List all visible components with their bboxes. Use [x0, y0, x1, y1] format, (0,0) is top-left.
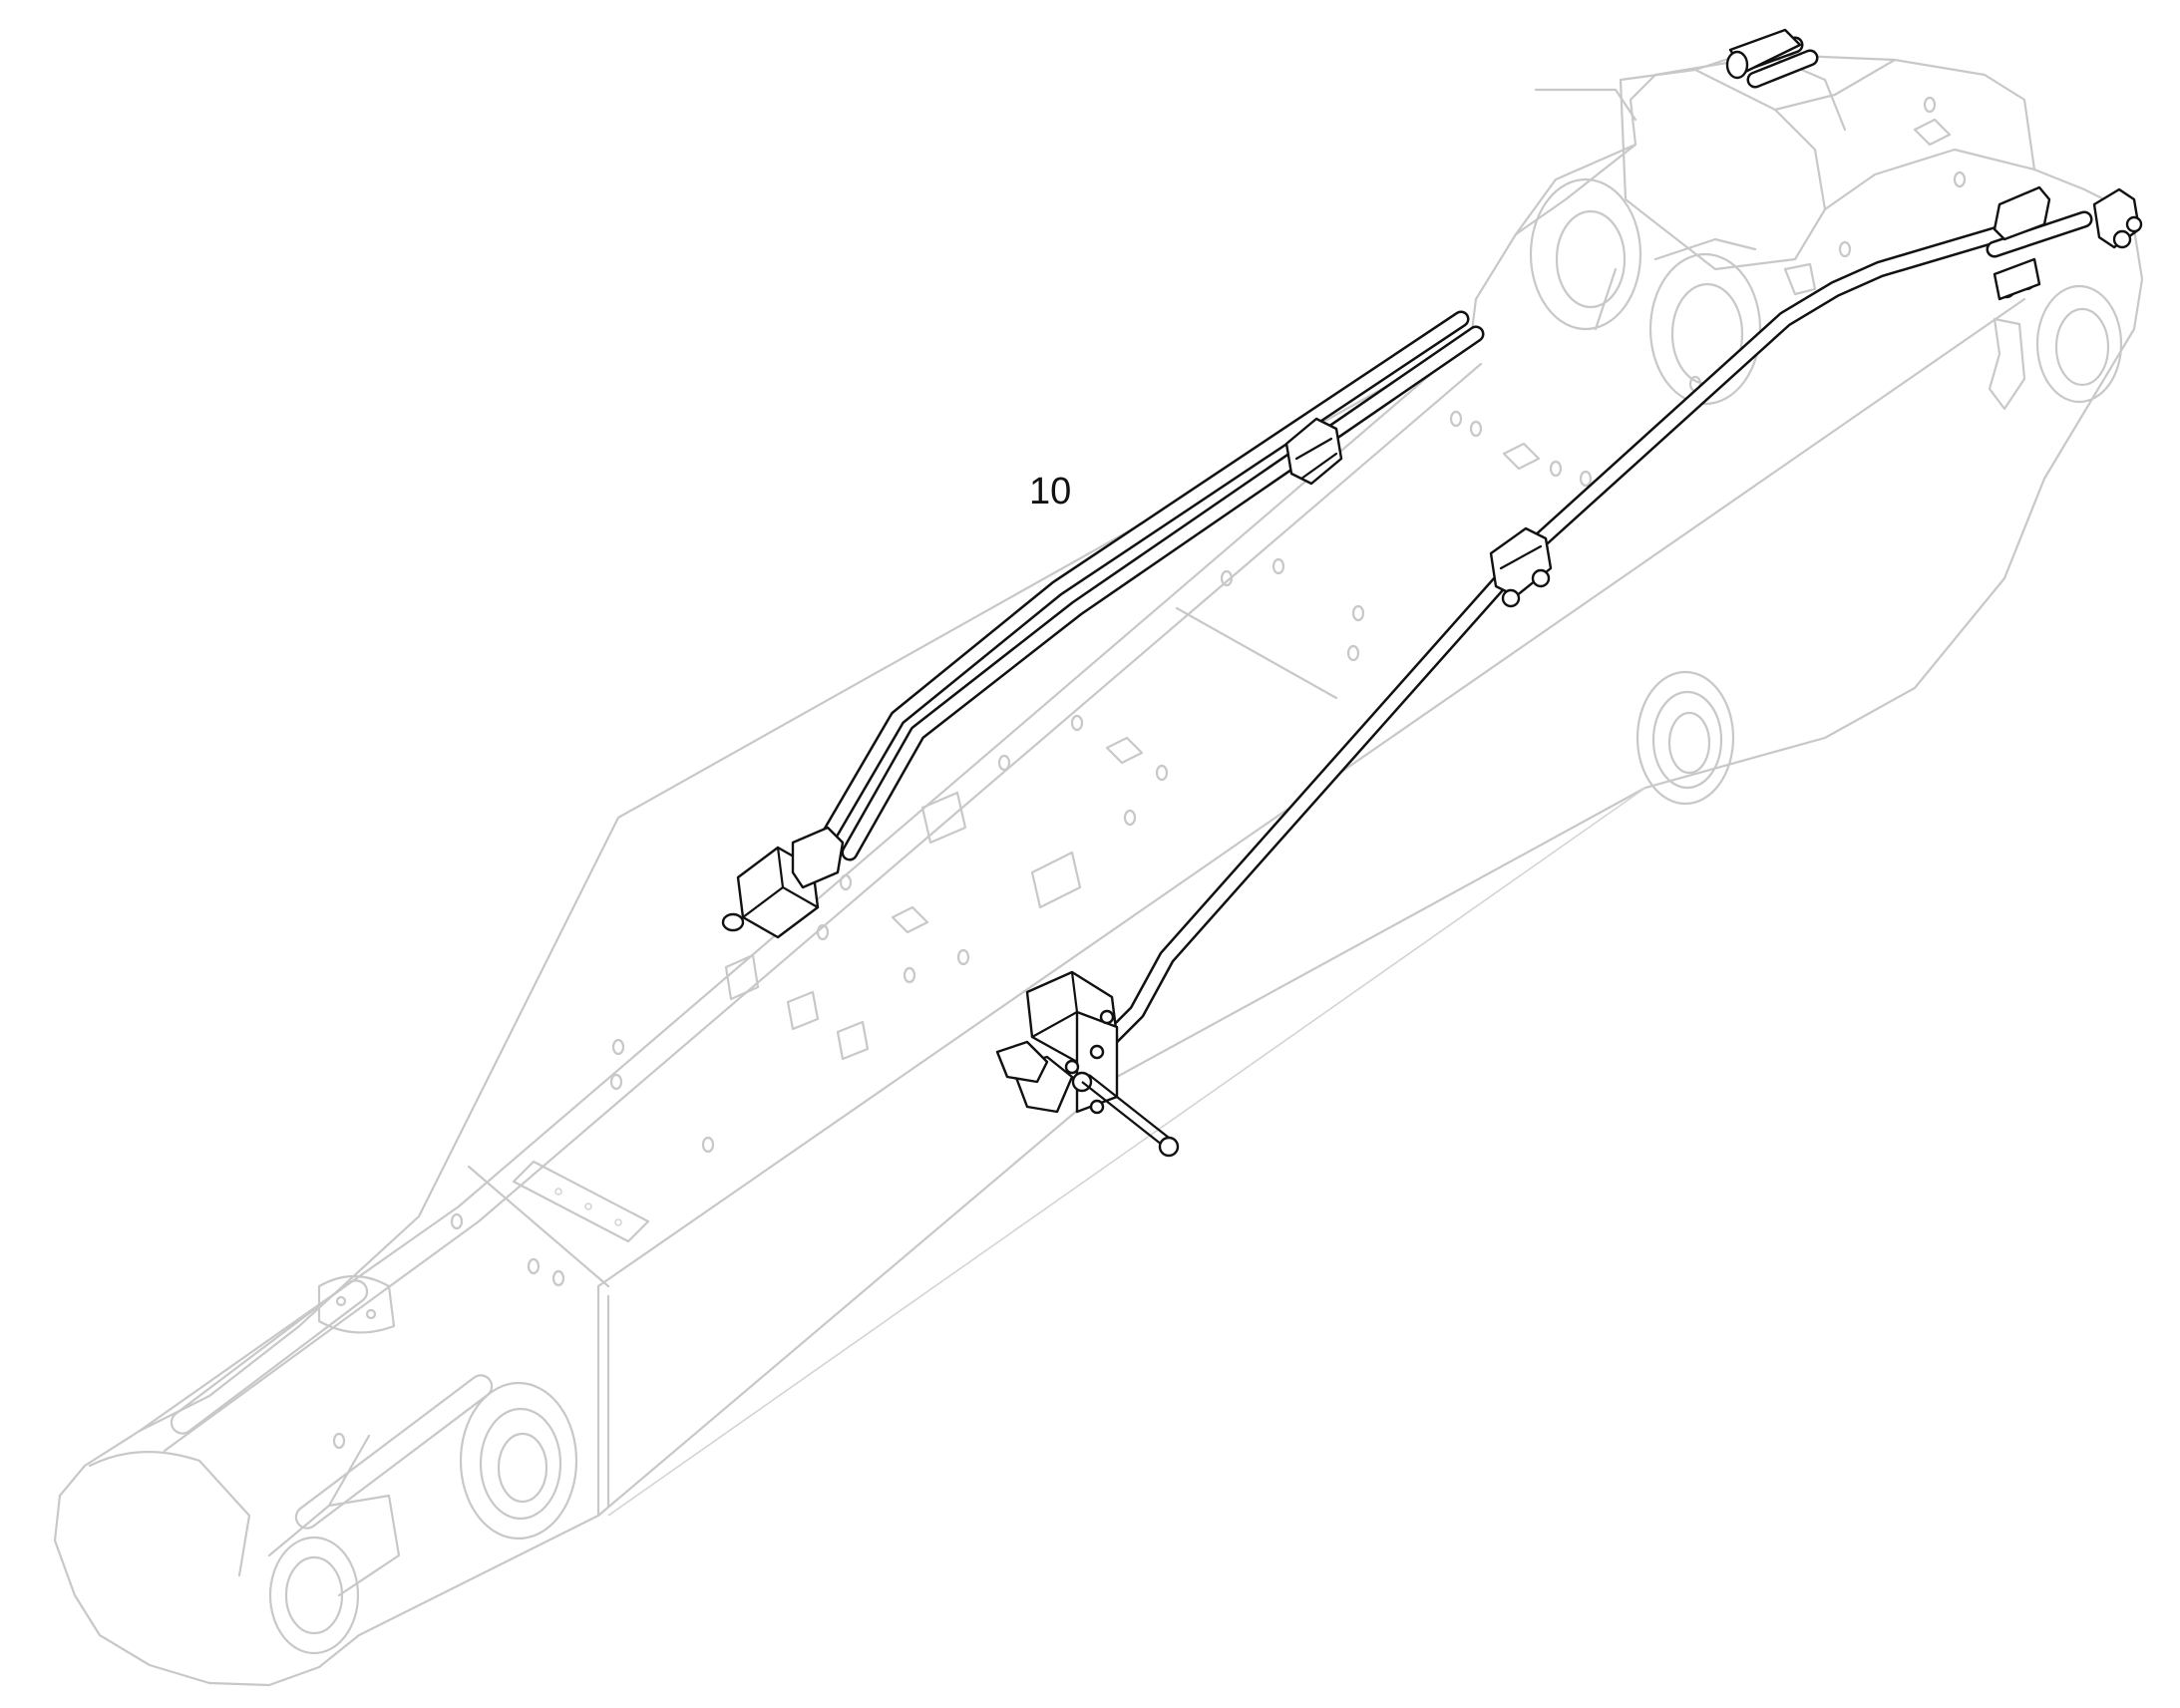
- valve-handle-assembly: [995, 970, 1180, 1158]
- part-callout-10: 10: [1029, 471, 1072, 512]
- valve-block-icon: [721, 826, 845, 939]
- hydraulic-pipe-icon: [819, 36, 2093, 1046]
- pipe-clamp-icon: [1284, 28, 2143, 608]
